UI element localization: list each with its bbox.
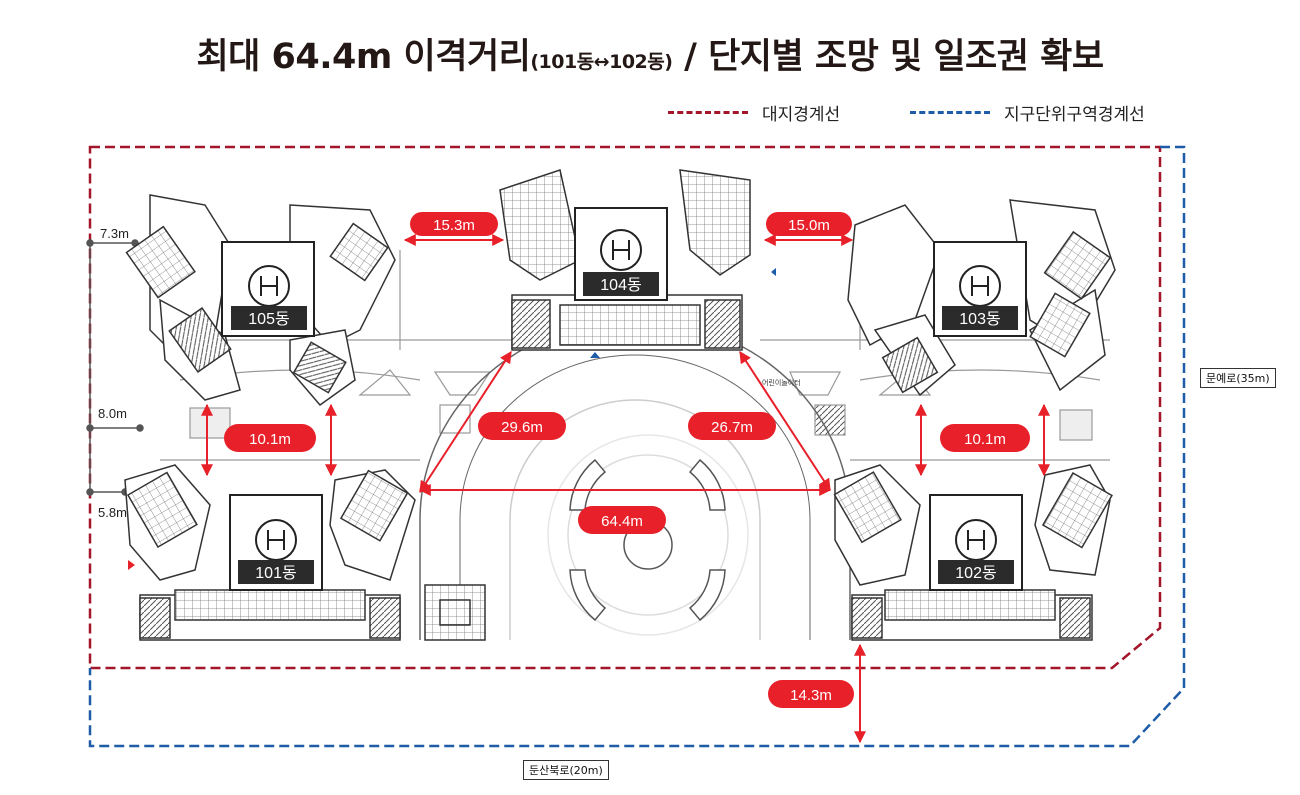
building-label-101: 101동 — [255, 565, 296, 582]
legend-district-boundary: 지구단위구역경계선 — [910, 100, 1145, 125]
entrance-marker-icon — [590, 352, 600, 358]
distance-label-104-101: 29.6m — [501, 419, 543, 436]
distance-label-101-102: 64.4m — [601, 513, 643, 530]
entrance-marker-icon — [128, 560, 135, 570]
road-label-south: 둔산북로(20m) — [523, 760, 609, 780]
district-boundary-line — [88, 145, 1186, 748]
setback-ticks — [86, 239, 144, 496]
legend-label: 지구단위구역경계선 — [1004, 104, 1145, 125]
road-label-east: 문예로(35m) — [1200, 368, 1276, 388]
central-plaza — [419, 319, 851, 641]
title-rest: / 단지별 조망 및 일조권 확보 — [672, 37, 1104, 77]
building-101 — [124, 464, 416, 641]
entrance-marker-icon — [771, 268, 776, 276]
distance-label-105-101: 10.1m — [249, 431, 291, 448]
building-104 — [499, 169, 751, 351]
setback-label-top: 7.3m — [100, 226, 129, 241]
building-label-104: 104동 — [600, 277, 641, 294]
district-boundary-line-icon — [910, 110, 990, 114]
building-label-103: 103동 — [959, 311, 1000, 328]
distance-label-104-102: 26.7m — [711, 419, 753, 436]
building-103 — [847, 199, 1116, 397]
page-title: 최대 64.4m 이격거리(101동↔102동) / 단지별 조망 및 일조권 … — [0, 28, 1300, 79]
distance-label-104-103: 15.0m — [788, 217, 830, 234]
building-105 — [125, 194, 396, 407]
facility-label: 어린이놀이터 — [762, 378, 801, 387]
building-label-105: 105동 — [248, 311, 289, 328]
site-boundary-line-icon — [668, 110, 748, 114]
distance-label-105-104: 15.3m — [433, 217, 475, 234]
distance-pills: 15.3m 15.0m 10.1m 10.1m 29.6m 26.7m 64.4… — [224, 212, 1030, 708]
legend-site-boundary: 대지경계선 — [668, 100, 841, 125]
site-boundary-line — [88, 145, 1162, 670]
title-main: 최대 64.4m 이격거리 — [196, 37, 531, 77]
helipad-104-icon — [600, 229, 642, 271]
legend-label: 대지경계선 — [762, 104, 841, 125]
building-label-102: 102동 — [955, 565, 996, 582]
building-102 — [833, 464, 1113, 641]
distance-arrows — [201, 234, 1050, 744]
distance-label-102-road: 14.3m — [790, 687, 832, 704]
distance-label-103-102: 10.1m — [964, 431, 1006, 448]
title-sub: (101동↔102동) — [530, 51, 673, 73]
setback-label-middle: 8.0m — [98, 406, 127, 421]
setback-label-bottom: 5.8m — [98, 505, 127, 520]
